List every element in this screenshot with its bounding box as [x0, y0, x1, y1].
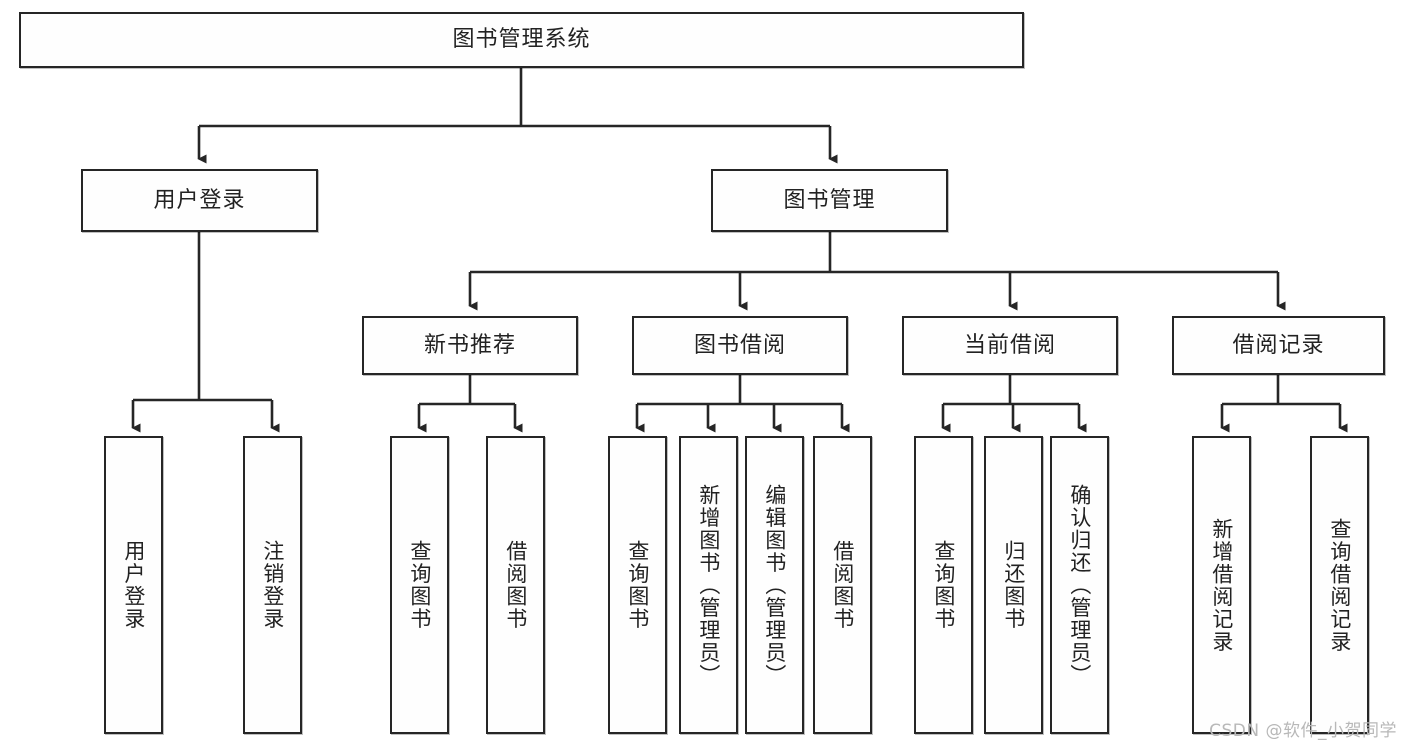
node-book-manage[interactable]: 图书管理 [711, 169, 948, 232]
leaf-query-book-recommend[interactable]: 查询图书 [390, 436, 449, 734]
node-label: 编辑图书（管理员） [762, 483, 787, 687]
leaf-user-login[interactable]: 用户登录 [104, 436, 163, 734]
node-label: 确认归还（管理员） [1067, 483, 1092, 687]
leaf-borrow-book-recommend[interactable]: 借阅图书 [486, 436, 545, 734]
node-borrow-record[interactable]: 借阅记录 [1172, 316, 1385, 375]
leaf-query-book-borrow[interactable]: 查询图书 [608, 436, 667, 734]
node-label: 图书管理系统 [452, 27, 591, 53]
node-label: 新增借阅记录 [1209, 517, 1234, 653]
leaf-add-borrow-record[interactable]: 新增借阅记录 [1192, 436, 1251, 734]
node-current-borrow[interactable]: 当前借阅 [902, 316, 1118, 375]
node-root-system[interactable]: 图书管理系统 [19, 12, 1024, 68]
node-label: 查询图书 [931, 540, 956, 630]
node-book-borrow[interactable]: 图书借阅 [632, 316, 848, 375]
node-label: 借阅图书 [830, 540, 855, 630]
leaf-confirm-return-admin[interactable]: 确认归还（管理员） [1050, 436, 1109, 734]
node-new-book-recommend[interactable]: 新书推荐 [362, 316, 578, 375]
csdn-watermark: CSDN @软件_小贺同学 [1209, 721, 1397, 741]
node-label: 注销登录 [260, 540, 285, 630]
leaf-logout[interactable]: 注销登录 [243, 436, 302, 734]
leaf-query-book-current[interactable]: 查询图书 [914, 436, 973, 734]
node-label: 归还图书 [1001, 540, 1026, 630]
node-label: 图书借阅 [693, 332, 786, 358]
node-label: 用户登录 [121, 540, 146, 630]
leaf-add-book-admin[interactable]: 新增图书（管理员） [679, 436, 738, 734]
node-label: 借阅图书 [503, 540, 528, 630]
leaf-borrow-book[interactable]: 借阅图书 [813, 436, 872, 734]
node-label: 用户登录 [153, 187, 246, 213]
leaf-query-borrow-record[interactable]: 查询借阅记录 [1310, 436, 1369, 734]
leaf-return-book[interactable]: 归还图书 [984, 436, 1043, 734]
node-label: 查询图书 [407, 540, 432, 630]
leaf-edit-book-admin[interactable]: 编辑图书（管理员） [745, 436, 804, 734]
node-label: 当前借阅 [963, 332, 1056, 358]
node-user-login[interactable]: 用户登录 [81, 169, 318, 232]
node-label: 借阅记录 [1232, 332, 1325, 358]
node-label: 查询借阅记录 [1327, 517, 1352, 653]
node-label: 图书管理 [783, 187, 876, 213]
node-label: 新增图书（管理员） [696, 483, 721, 687]
node-label: 查询图书 [625, 540, 650, 630]
node-label: 新书推荐 [423, 332, 516, 358]
